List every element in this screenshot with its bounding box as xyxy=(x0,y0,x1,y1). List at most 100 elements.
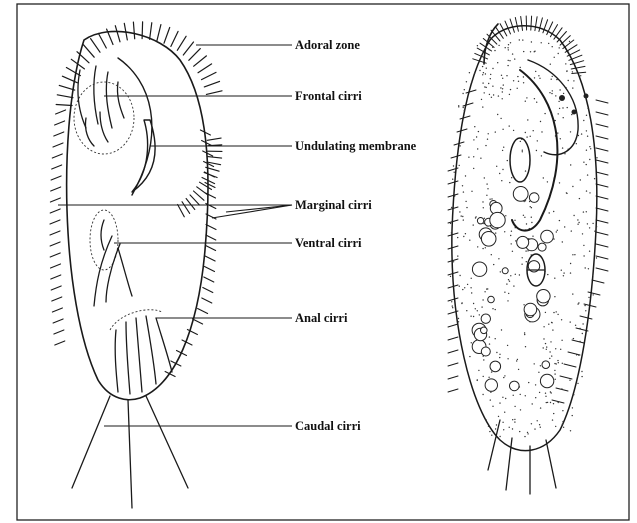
stipple-dot xyxy=(477,310,478,311)
stipple-dot xyxy=(569,41,570,42)
stipple-dot xyxy=(576,354,577,355)
cilium xyxy=(596,220,608,223)
stipple-dot xyxy=(586,130,587,131)
stipple-dot xyxy=(479,70,480,71)
stipple-dot xyxy=(468,157,469,158)
stipple-dot xyxy=(583,162,584,163)
stipple-dot xyxy=(453,165,454,166)
stipple-dot xyxy=(454,195,455,196)
stipple-dot xyxy=(523,304,524,305)
stipple-dot xyxy=(570,131,571,132)
stipple-dot xyxy=(552,329,553,330)
stipple-dot xyxy=(541,155,542,156)
cilium xyxy=(457,129,467,132)
cilium xyxy=(596,232,608,235)
stipple-dot xyxy=(549,351,550,352)
marginal-cirrus xyxy=(202,298,212,303)
stipple-dot xyxy=(592,223,593,224)
stipple-dot xyxy=(502,169,503,170)
stipple-dot xyxy=(461,303,462,304)
stipple-dot xyxy=(523,82,524,83)
stipple-dot xyxy=(489,49,490,50)
adoral-bristle xyxy=(208,157,222,159)
stipple-dot xyxy=(552,90,553,91)
stipple-dot xyxy=(463,107,464,108)
stipple-dot xyxy=(486,183,487,184)
stipple-dot xyxy=(596,257,597,258)
stipple-dot xyxy=(482,299,483,300)
stipple-dot xyxy=(554,296,555,297)
adoral-bristle xyxy=(194,56,207,66)
stipple-dot xyxy=(509,182,510,183)
cilium xyxy=(539,18,543,32)
stipple-dot xyxy=(483,359,484,360)
adoral-bristle xyxy=(56,105,72,106)
stipple-dot xyxy=(553,413,554,414)
stipple-dot xyxy=(578,355,579,356)
stipple-dot xyxy=(452,305,453,306)
adoral-bristle xyxy=(204,81,219,87)
stipple-dot xyxy=(507,160,508,161)
stipple-dot xyxy=(556,231,557,232)
stipple-dot xyxy=(479,314,480,315)
stipple-dot xyxy=(550,402,551,403)
stipple-dot xyxy=(544,113,545,114)
stipple-dot xyxy=(502,397,503,398)
stipple-dot xyxy=(587,108,588,109)
stipple-dot xyxy=(464,89,465,90)
stipple-dot xyxy=(561,270,562,271)
stipple-dot xyxy=(594,231,595,232)
stipple-dot xyxy=(560,349,561,350)
stipple-dot xyxy=(511,177,512,178)
adoral-bristle xyxy=(57,95,73,98)
marginal-cirrus xyxy=(204,277,214,282)
granule xyxy=(559,95,565,101)
peristome-edge xyxy=(118,58,152,195)
stipple-dot xyxy=(492,308,493,309)
stipple-dot xyxy=(558,53,559,54)
stipple-dot xyxy=(514,58,515,59)
cilium xyxy=(521,17,523,31)
stipple-dot xyxy=(551,355,552,356)
stipple-dot xyxy=(570,430,571,431)
stipple-dot xyxy=(586,150,587,151)
stipple-dot xyxy=(512,428,513,429)
label-anal-cirri: Anal cirri xyxy=(295,311,348,325)
stipple-dot xyxy=(586,211,587,212)
vacuole xyxy=(481,314,490,323)
stipple-dot xyxy=(587,223,588,224)
stipple-dot xyxy=(570,263,571,264)
stipple-dot xyxy=(557,314,558,315)
stipple-dot xyxy=(477,148,478,149)
cilium xyxy=(510,19,514,32)
stipple-dot xyxy=(537,420,538,421)
stipple-dot xyxy=(568,80,569,81)
stipple-dot xyxy=(475,308,476,309)
stipple-dot xyxy=(502,88,503,89)
stipple-dot xyxy=(545,393,546,394)
cilium xyxy=(596,244,608,247)
cilium xyxy=(572,340,584,343)
stipple-dot xyxy=(477,45,478,46)
stipple-dot xyxy=(518,81,519,82)
stipple-dot xyxy=(509,60,510,61)
stipple-dot xyxy=(522,39,523,40)
stipple-dot xyxy=(491,198,492,199)
cilium xyxy=(596,160,608,163)
stipple-dot xyxy=(523,51,524,52)
stipple-dot xyxy=(564,226,565,227)
stipple-dot xyxy=(534,51,535,52)
stipple-dot xyxy=(491,435,492,436)
stipple-dot xyxy=(561,340,562,341)
stipple-dot xyxy=(524,332,525,333)
stipple-dot xyxy=(492,86,493,87)
stipple-dot xyxy=(532,403,533,404)
stipple-dot xyxy=(581,376,582,377)
stipple-dot xyxy=(498,45,499,46)
stipple-dot xyxy=(561,388,562,389)
stipple-dot xyxy=(514,220,515,221)
stipple-dot xyxy=(579,328,580,329)
stipple-dot xyxy=(562,107,563,108)
vacuole xyxy=(542,361,550,369)
stipple-dot xyxy=(514,421,515,422)
